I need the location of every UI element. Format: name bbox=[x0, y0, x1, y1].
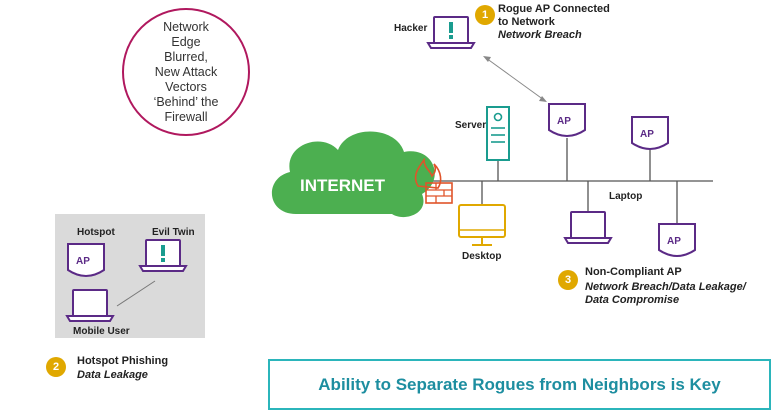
svg-text:AP: AP bbox=[640, 129, 654, 140]
evil-twin-link bbox=[116, 280, 156, 307]
ap-icon: AP bbox=[548, 103, 586, 137]
server-label: Server bbox=[455, 120, 487, 131]
firewall-icon bbox=[414, 157, 453, 204]
svg-text:AP: AP bbox=[557, 116, 571, 127]
laptop-label: Laptop bbox=[609, 191, 643, 202]
hotspot-label: Hotspot bbox=[77, 227, 115, 238]
mobile-user-laptop-icon bbox=[65, 289, 115, 322]
key-message-banner: Ability to Separate Rogues from Neighbor… bbox=[268, 359, 771, 410]
hacker-laptop-icon bbox=[426, 16, 476, 49]
callout-3-badge: 3 bbox=[558, 270, 578, 290]
evil-twin-label: Evil Twin bbox=[152, 227, 195, 238]
desktop-icon bbox=[458, 204, 506, 246]
laptop-icon bbox=[563, 211, 613, 244]
callout-1-sub: Network Breach bbox=[498, 29, 582, 41]
hotspot-drawing: AP bbox=[65, 239, 188, 322]
svg-text:AP: AP bbox=[667, 236, 681, 247]
callout-2-title: Hotspot Phishing bbox=[77, 355, 169, 367]
callout-3-title: Non-Compliant AP bbox=[585, 266, 682, 278]
desktop-label: Desktop bbox=[462, 251, 502, 262]
ap-icon: AP bbox=[658, 223, 696, 257]
callout-1-title: Rogue AP Connected to Network bbox=[498, 3, 610, 28]
hacker-label: Hacker bbox=[394, 23, 428, 34]
internet-cloud: INTERNET bbox=[271, 131, 435, 218]
callout-2-badge: 2 bbox=[46, 357, 66, 377]
svg-text:AP: AP bbox=[76, 256, 90, 267]
evil-twin-laptop-icon bbox=[138, 239, 188, 272]
ap-icon: AP bbox=[631, 116, 669, 150]
callout-2-sub: Data Leakage bbox=[77, 369, 148, 381]
callout-3-sub: Network Breach/Data Leakage/ Data Compro… bbox=[585, 281, 746, 306]
callout-1-badge: 1 bbox=[475, 5, 495, 25]
hacker-ap-link bbox=[483, 56, 547, 102]
mobile-user-label: Mobile User bbox=[73, 326, 130, 337]
server-icon bbox=[486, 106, 510, 161]
internet-label: INTERNET bbox=[300, 176, 386, 195]
hotspot-ap-icon: AP bbox=[67, 243, 105, 277]
network-edge-note: Network Edge Blurred, New Attack Vectors… bbox=[122, 8, 250, 136]
